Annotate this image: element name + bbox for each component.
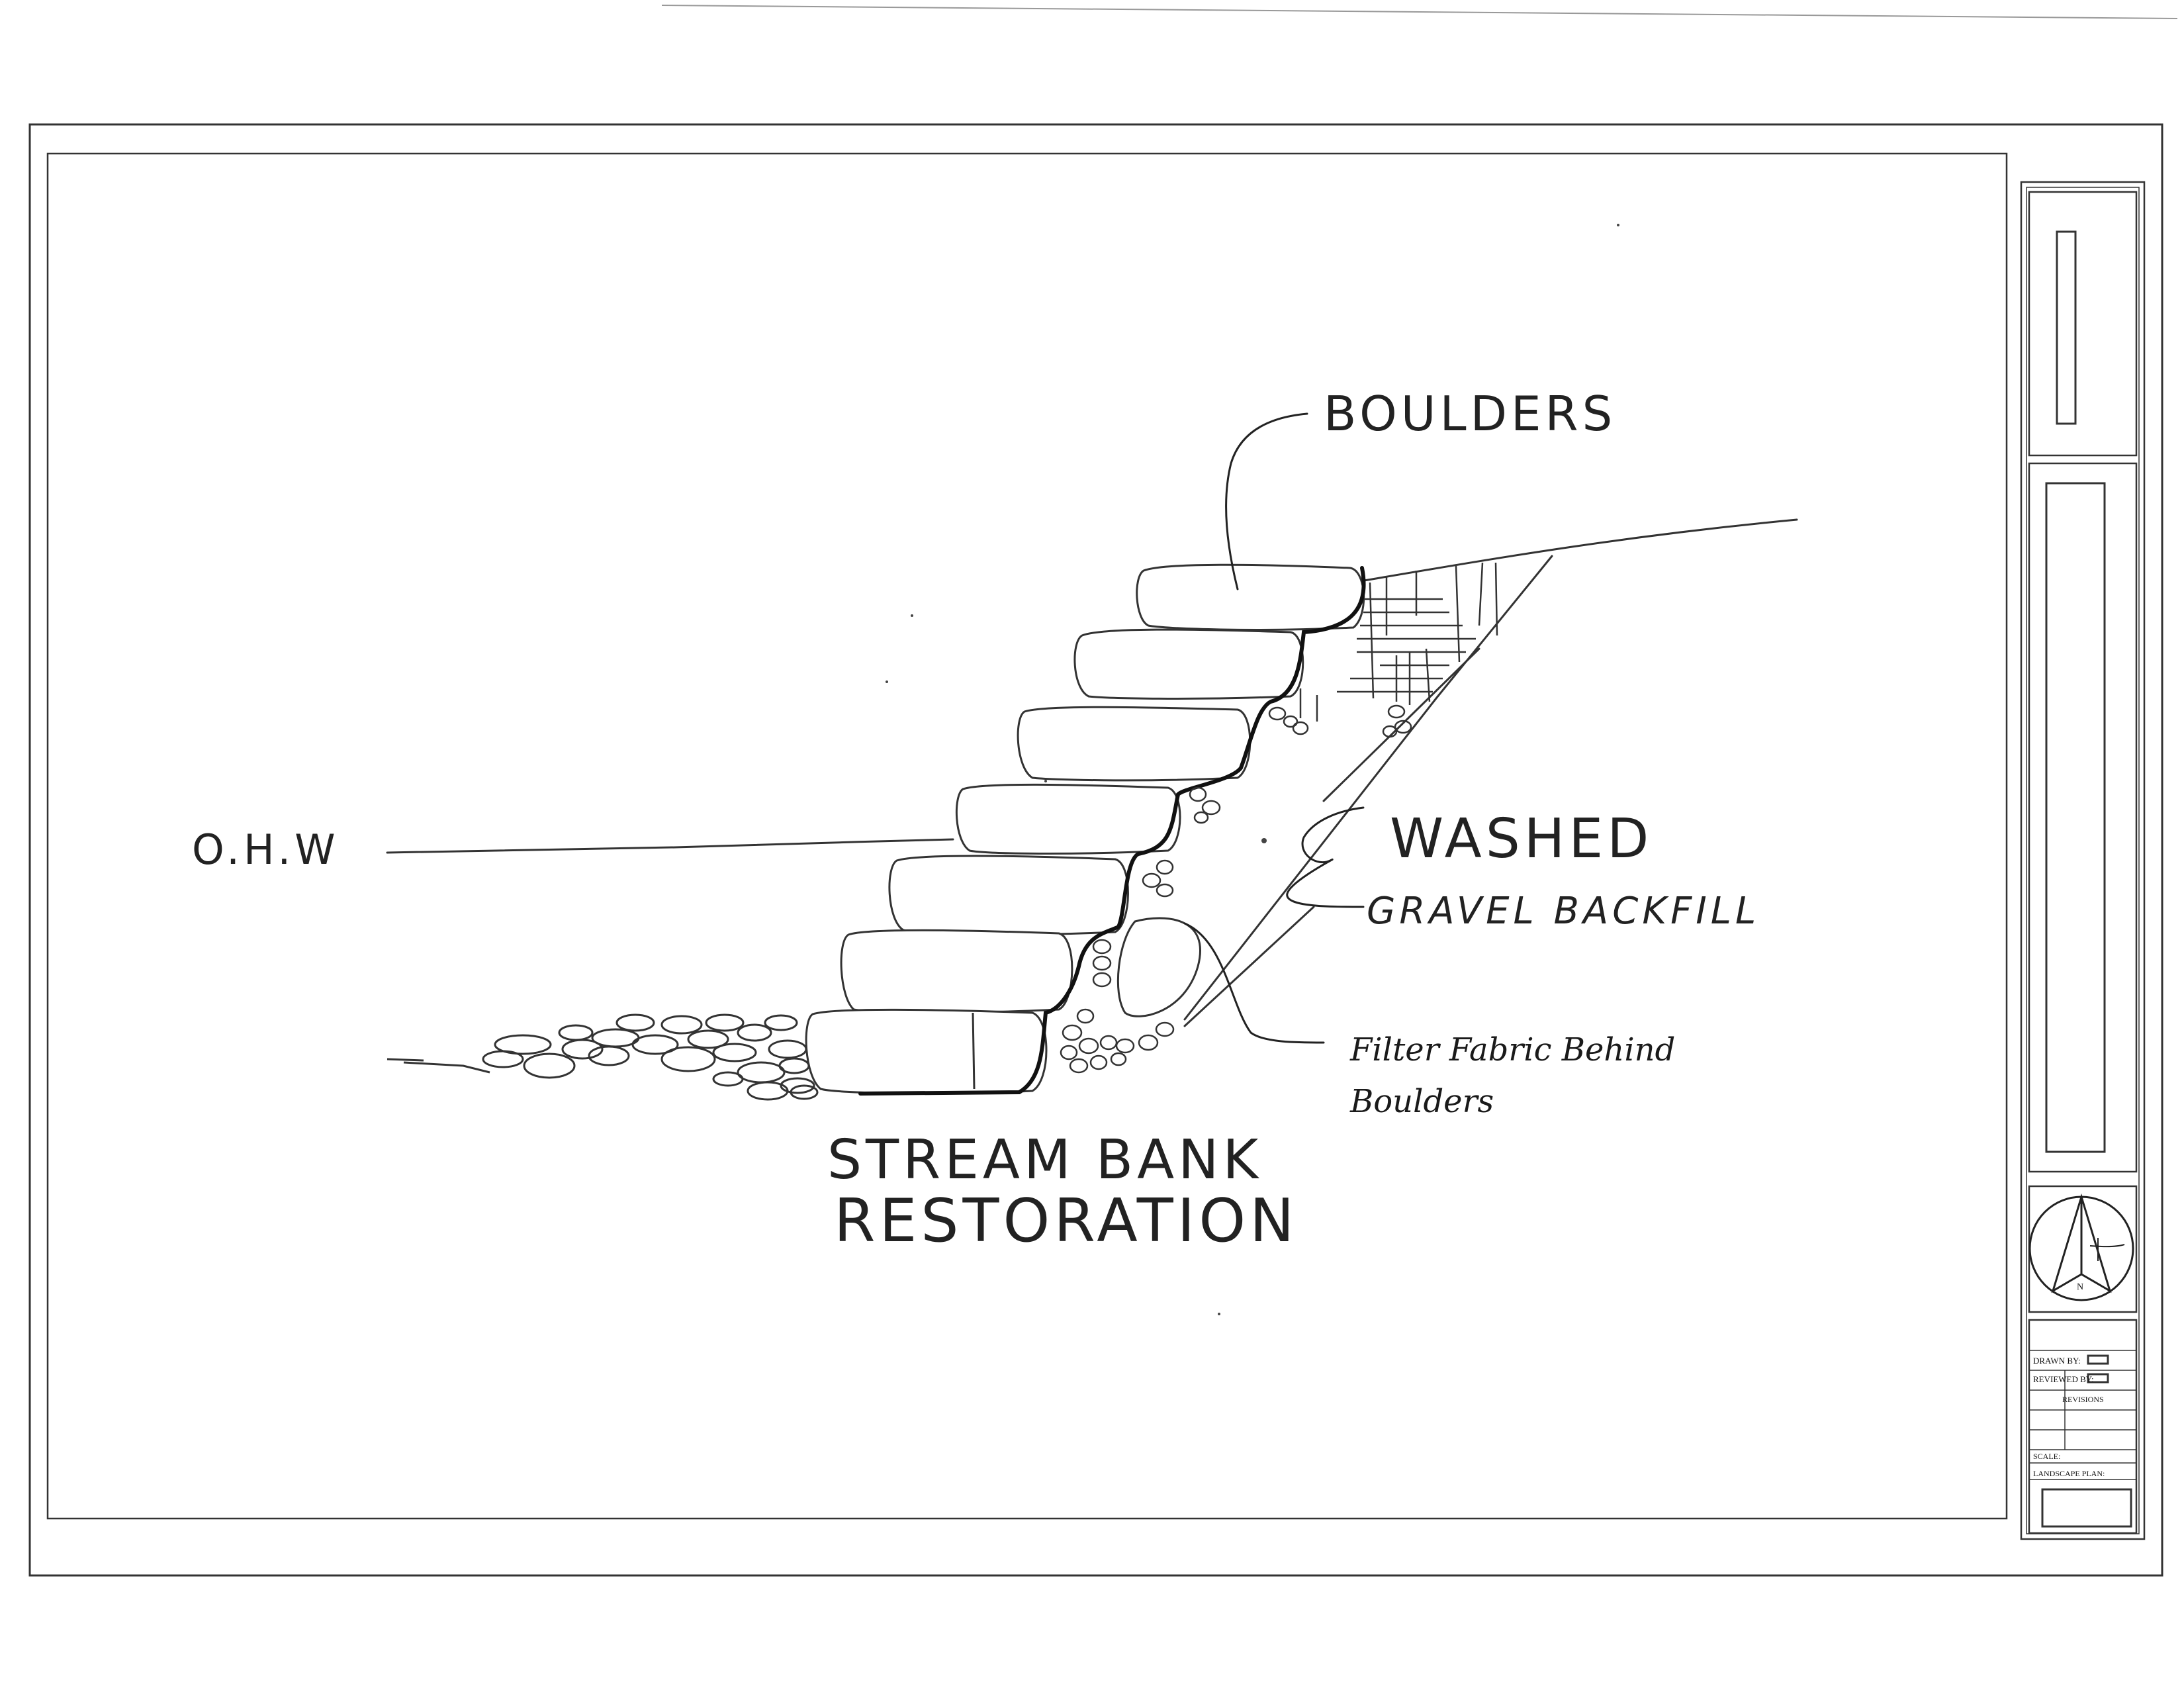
- stream-bed-line: [387, 1058, 490, 1074]
- boulders-leader: [1225, 412, 1308, 590]
- north-arrow-panel: [2028, 1185, 2138, 1313]
- ohw-water-line: [386, 838, 954, 854]
- boulder: [1073, 628, 1304, 700]
- ohw-label: O.H.W: [192, 825, 340, 874]
- gravel-backfill-pebbles: [1060, 704, 1412, 1074]
- boulder: [805, 1008, 1048, 1095]
- pencil-specks: [886, 224, 1619, 1315]
- filter-fabric-label-line2: Boulders: [1349, 1083, 1494, 1120]
- north-arrow-letter: N: [2077, 1282, 2083, 1292]
- drawing-title-line2: RESTORATION: [834, 1186, 1298, 1256]
- reviewed-by-label: REVIEWED BY:: [2033, 1374, 2094, 1384]
- filter-fabric-label-line1: Filter Fabric Behind: [1349, 1031, 1675, 1068]
- title-block-info-panel: [2028, 1319, 2138, 1534]
- toe-riprap: [482, 1013, 819, 1101]
- boulder-stack: [805, 563, 1365, 1095]
- revisions-label: REVISIONS: [2062, 1395, 2104, 1404]
- washed-label: WASHED: [1390, 808, 1653, 870]
- boulder: [888, 855, 1129, 936]
- landscape-plan-label: LANDSCAPE PLAN:: [2033, 1469, 2105, 1478]
- leader-lines: [1183, 412, 1365, 1044]
- filter-fabric-line: [858, 566, 1366, 1096]
- title-block-panel-large: [2028, 462, 2138, 1173]
- filter-fabric-leader: [1183, 922, 1325, 1044]
- drawing-title-line1: STREAM BANK: [827, 1129, 1262, 1192]
- bank-slope: [1183, 518, 1798, 1027]
- drawn-by-label: DRAWN BY:: [2033, 1356, 2081, 1366]
- top-edge-line: [661, 5, 2178, 19]
- sheet-border: [28, 123, 2163, 1577]
- washed-gravel-leader: [1286, 806, 1365, 908]
- boulder: [1116, 917, 1201, 1017]
- scale-label: SCALE:: [2033, 1452, 2060, 1461]
- boulders-label: BOULDERS: [1324, 386, 1616, 442]
- hatched-backfill: [1299, 562, 1498, 722]
- boulder: [955, 783, 1181, 855]
- boulder: [1136, 563, 1365, 631]
- boulder: [840, 929, 1073, 1014]
- boulder: [1017, 706, 1251, 782]
- north-arrow-icon: [2028, 1193, 2134, 1301]
- title-block: [2020, 181, 2146, 1540]
- gravel-backfill-label: GRAVEL BACKFILL: [1367, 890, 1760, 933]
- title-block-panel-top: [2028, 191, 2138, 457]
